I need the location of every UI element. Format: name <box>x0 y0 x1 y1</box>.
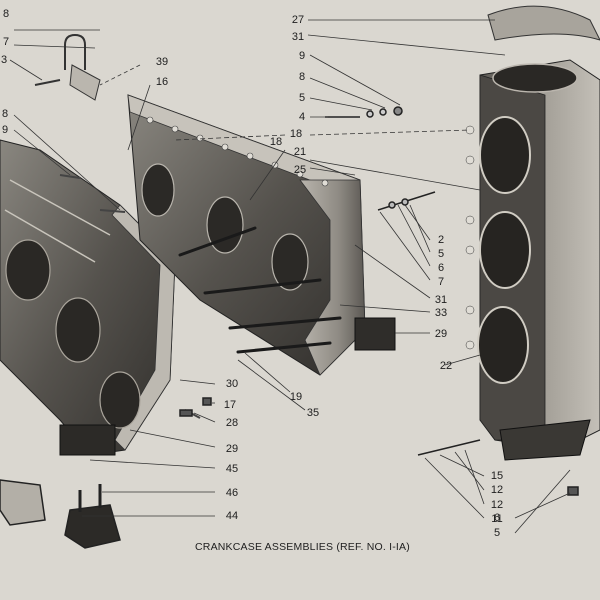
callout-label: 30 <box>225 378 239 390</box>
callout-label: 15 <box>490 470 504 482</box>
center-crankcase-half <box>127 94 396 376</box>
callout-label: 6 <box>493 512 501 524</box>
callout-label: 44 <box>225 510 239 522</box>
callout-label: 16 <box>155 76 169 88</box>
callout-label: 22 <box>439 360 453 372</box>
mounting-clip <box>34 33 101 101</box>
callout-label: 3 <box>0 54 8 66</box>
callout-label: 27 <box>291 14 305 26</box>
callout-label: 35 <box>306 407 320 419</box>
callout-label: 9 <box>1 124 9 136</box>
right-crankcase-half <box>465 5 600 461</box>
callout-label: 46 <box>225 487 239 499</box>
leader-lines <box>9 19 571 534</box>
diagram-caption: CRANKCASE ASSEMBLIES (REF. NO. I-IA) <box>195 541 410 553</box>
callout-label: 19 <box>289 391 303 403</box>
callout-label: 21 <box>293 146 307 158</box>
callout-label: 29 <box>225 443 239 455</box>
callout-label: 17 <box>223 399 237 411</box>
callout-label: 7 <box>2 36 10 48</box>
callout-label: 5 <box>437 248 445 260</box>
callout-label: 28 <box>225 417 239 429</box>
callout-label: 11 <box>491 513 503 525</box>
callout-label: 45 <box>225 463 239 475</box>
callout-label: 9 <box>298 50 306 62</box>
callout-label: 5 <box>493 527 501 539</box>
callout-label: 31 <box>291 31 305 43</box>
callout-label: 12 <box>490 499 504 511</box>
callout-label: 29 <box>434 328 448 340</box>
callout-label: 4 <box>298 111 306 123</box>
callout-label: 5 <box>298 92 306 104</box>
callout-label: 8 <box>2 8 10 20</box>
callout-label: 39 <box>155 56 169 68</box>
callout-label: 7 <box>437 276 445 288</box>
callout-label: 33 <box>434 307 448 319</box>
callout-label: 8 <box>298 71 306 83</box>
callout-label: 18 <box>269 136 283 148</box>
callout-label: 31 <box>434 294 448 306</box>
callout-label: 2 <box>437 234 445 246</box>
callout-label: 12 <box>490 484 504 496</box>
left-crankcase-half <box>0 139 201 456</box>
callout-label: 8 <box>1 108 9 120</box>
callout-label: 6 <box>437 262 445 274</box>
callout-label: 25 <box>293 164 307 176</box>
callout-label: 18 <box>289 128 303 140</box>
